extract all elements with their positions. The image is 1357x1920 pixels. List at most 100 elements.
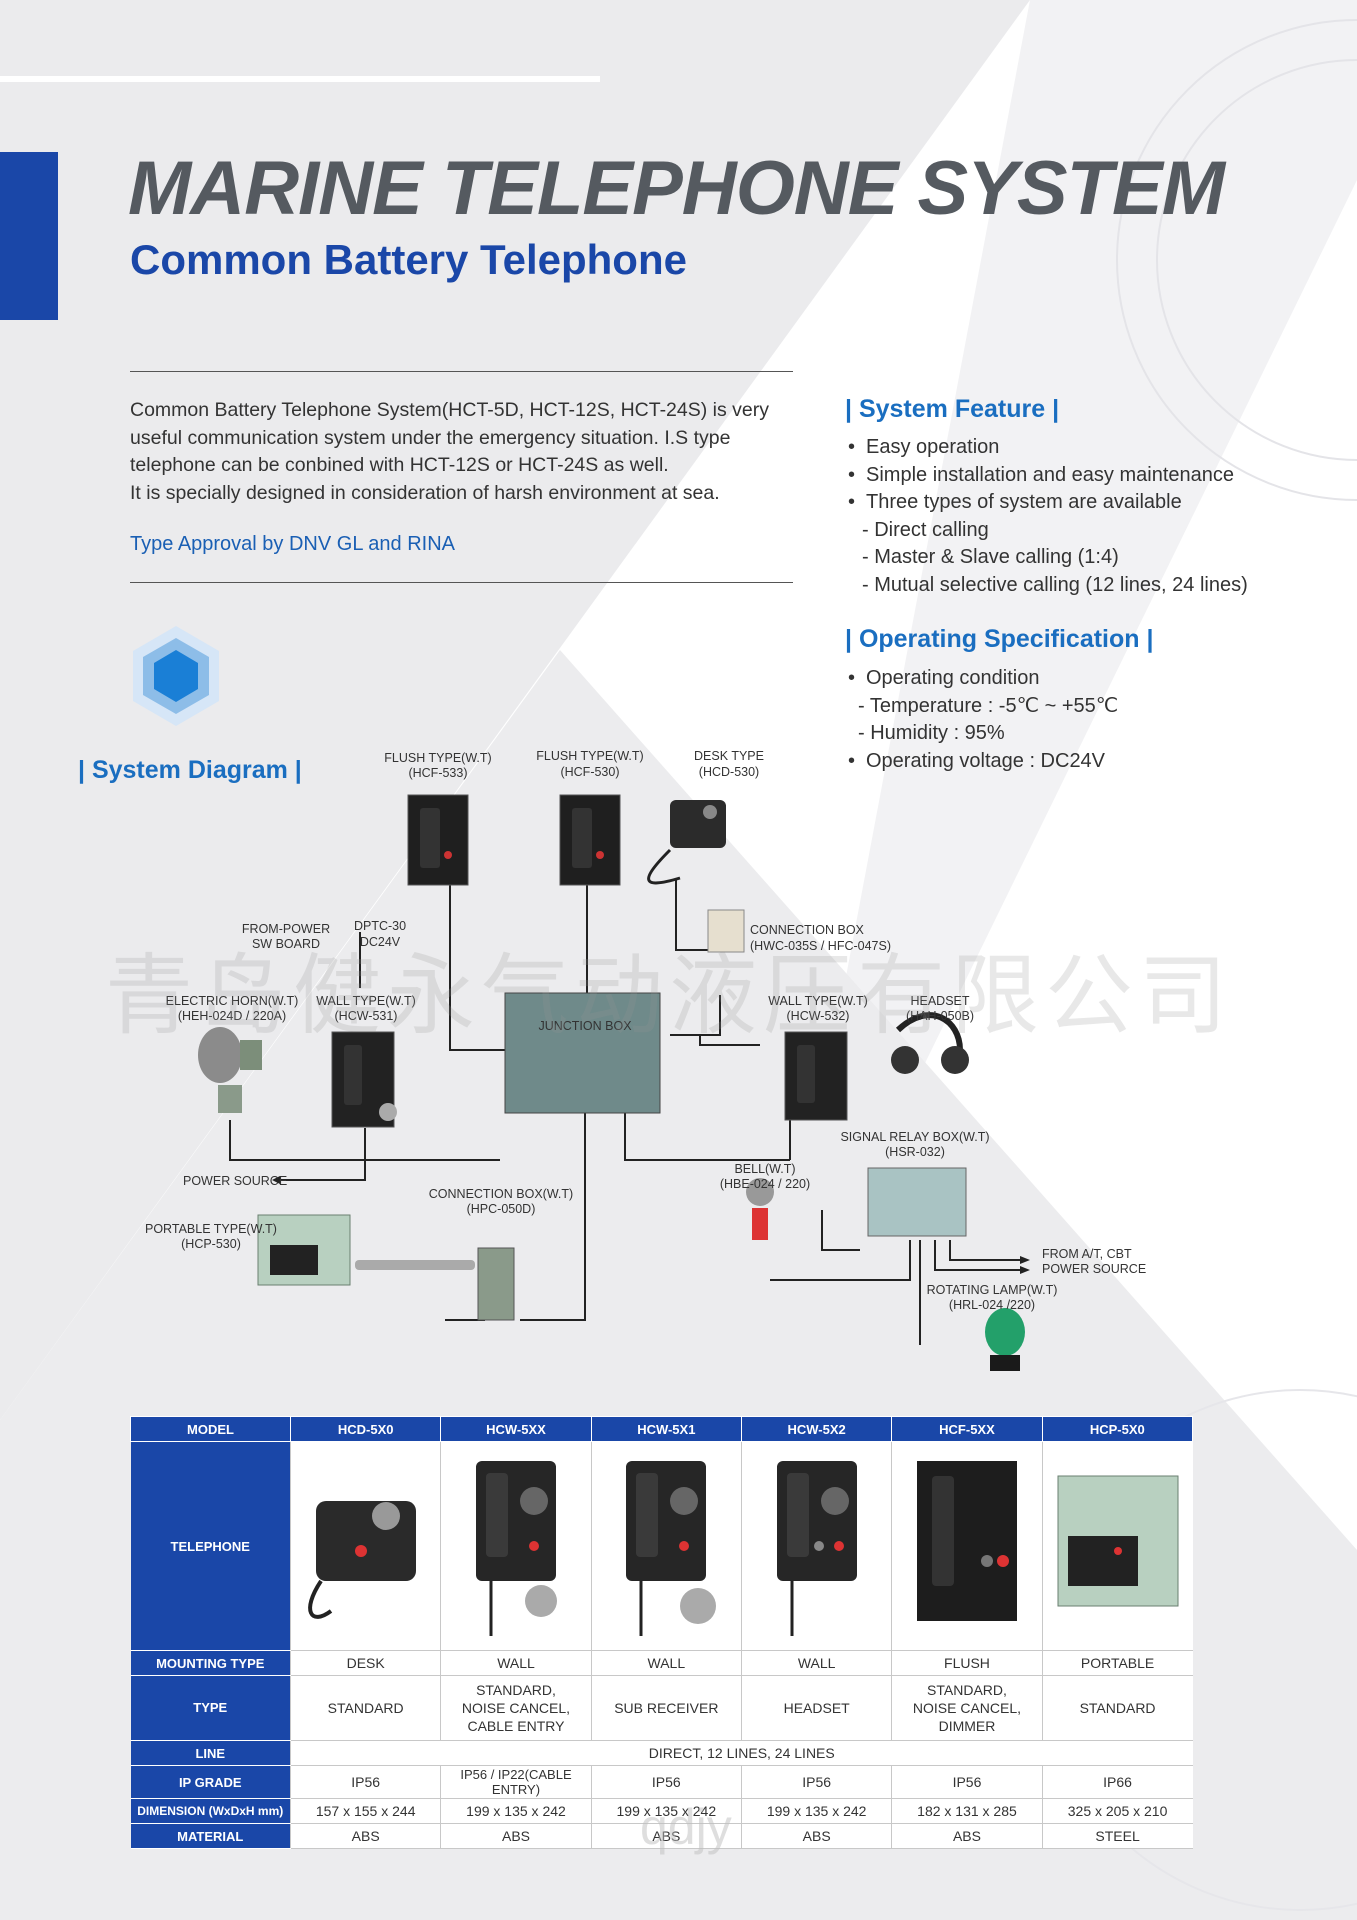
signal-relay-box xyxy=(867,1167,967,1237)
label-wall-2-model: (HCW-532) xyxy=(787,1009,850,1023)
list-item: - Mutual selective calling (12 lines, 24… xyxy=(862,573,1248,596)
table-header: HCW-5XX xyxy=(440,1416,592,1442)
table-cell: SUB RECEIVER xyxy=(590,1675,742,1741)
table-row: TYPE STANDARD STANDARD, NOISE CANCEL, CA… xyxy=(130,1675,1193,1741)
table-row: LINE DIRECT, 12 LINES, 24 LINES xyxy=(130,1740,1193,1766)
list-item: Three types of system are available xyxy=(848,489,1328,517)
spec-table: MODEL HCD-5X0 HCW-5XX HCW-5X1 HCW-5X2 HC… xyxy=(130,1416,1194,1849)
table-header: MODEL xyxy=(130,1416,291,1442)
label-horn-model: (HEH-024D / 220A) xyxy=(178,1009,286,1023)
electric-horn xyxy=(198,1027,262,1113)
label-wall-1-model: (HCW-531) xyxy=(335,1009,398,1023)
junction-box-label: JUNCTION BOX xyxy=(538,1019,632,1033)
row-label: IP GRADE xyxy=(130,1765,291,1799)
product-image-portable xyxy=(1041,1441,1193,1651)
label-rotating-lamp-model: (HRL-024 /220) xyxy=(949,1298,1035,1312)
label-flush-1-model: (HCF-533) xyxy=(408,766,467,780)
table-cell: STANDARD xyxy=(289,1675,441,1741)
system-diagram: JUNCTION BOX xyxy=(145,749,1146,1371)
table-header: HCW-5X2 xyxy=(740,1416,893,1442)
label-connection-box: CONNECTION BOX xyxy=(750,923,865,937)
label-headset-model: (HAH-050B) xyxy=(906,1009,974,1023)
row-label: TELEPHONE xyxy=(130,1441,291,1651)
table-cell: WALL xyxy=(740,1650,892,1676)
system-feature-list: Easy operation Simple installation and e… xyxy=(848,434,1328,599)
label-from-at: FROM A/T, CBT xyxy=(1042,1247,1132,1261)
list-item: Operating voltage : DC24V xyxy=(848,748,1328,776)
label-portable: PORTABLE TYPE(W.T) xyxy=(145,1222,277,1236)
label-connection-box-wt: CONNECTION BOX(W.T) xyxy=(429,1187,573,1201)
table-row: MOUNTING TYPE DESK WALL WALL WALL FLUSH … xyxy=(130,1650,1193,1676)
intro-paragraph: Common Battery Telephone System(HCT-5D, … xyxy=(130,399,770,476)
table-cell: 199 x 135 x 242 xyxy=(440,1798,592,1824)
product-image-flush xyxy=(891,1441,1043,1651)
table-row: TELEPHONE xyxy=(130,1441,1193,1651)
table-cell: IP56 xyxy=(891,1765,1043,1799)
label-desk: DESK TYPE xyxy=(694,749,764,763)
table-cell: ABS xyxy=(590,1823,742,1849)
table-cell: STANDARD, NOISE CANCEL, CABLE ENTRY xyxy=(440,1675,592,1741)
table-cell: 325 x 205 x 210 xyxy=(1041,1798,1193,1824)
type-approval: Type Approval by DNV GL and RINA xyxy=(130,533,455,555)
headset xyxy=(891,1012,969,1074)
product-image-sub-receiver xyxy=(590,1441,742,1651)
row-label: MATERIAL xyxy=(130,1823,291,1849)
label-from-at-power: POWER SOURCE xyxy=(1042,1262,1146,1276)
list-item: - Temperature : -5℃ ~ +55℃ xyxy=(858,694,1119,717)
desk-phone xyxy=(647,800,726,885)
table-cell: STANDARD xyxy=(1041,1675,1193,1741)
label-flush-2-model: (HCF-530) xyxy=(560,765,619,779)
label-bell-model: (HBE-024 / 220) xyxy=(720,1177,810,1191)
cable xyxy=(355,1260,475,1270)
page-subtitle: Common Battery Telephone xyxy=(130,236,687,283)
table-cell: WALL xyxy=(440,1650,592,1676)
row-label: TYPE xyxy=(130,1675,291,1741)
label-horn: ELECTRIC HORN(W.T) xyxy=(166,994,299,1008)
label-flush-1: FLUSH TYPE(W.T) xyxy=(384,751,491,765)
label-signal-relay-model: (HSR-032) xyxy=(885,1145,945,1159)
wall-phone-2 xyxy=(784,1031,848,1121)
table-cell: ABS xyxy=(289,1823,441,1849)
row-label: DIMENSION (WxDxH mm) xyxy=(130,1798,291,1824)
product-image-wall xyxy=(440,1441,592,1651)
watermark: 青岛健永气动液压有限公司 xyxy=(105,944,1234,1047)
label-dptc: DPTC-30 xyxy=(354,919,406,933)
label-rotating-lamp: ROTATING LAMP(W.T) xyxy=(927,1283,1058,1297)
table-cell: IP56 xyxy=(740,1765,892,1799)
table-cell: ABS xyxy=(740,1823,892,1849)
table-cell: FLUSH xyxy=(891,1650,1043,1676)
table-row: IP GRADE IP56 IP56 / IP22(CABLE ENTRY) I… xyxy=(130,1765,1193,1799)
table-cell: IP56 xyxy=(590,1765,742,1799)
list-item: - Humidity : 95% xyxy=(858,722,1005,744)
list-item: Easy operation xyxy=(848,434,1328,462)
label-signal-relay: SIGNAL RELAY BOX(W.T) xyxy=(840,1130,989,1144)
label-sw-board: SW BOARD xyxy=(252,937,320,951)
flush-phone-2 xyxy=(559,794,621,886)
list-item: Operating condition xyxy=(848,665,1328,693)
table-header: HCW-5X1 xyxy=(590,1416,742,1442)
intro-text: Common Battery Telephone System(HCT-5D, … xyxy=(130,397,793,507)
wall-phone-1 xyxy=(331,1031,397,1128)
table-cell: HEADSET xyxy=(740,1675,892,1741)
table-cell: PORTABLE xyxy=(1041,1650,1193,1676)
table-cell: IP56 / IP22(CABLE ENTRY) xyxy=(440,1765,592,1799)
system-feature-heading: | System Feature | xyxy=(845,395,1060,423)
list-item: - Direct calling xyxy=(862,518,989,541)
table-cell: ABS xyxy=(440,1823,592,1849)
table-cell: STANDARD, NOISE CANCEL, DIMMER xyxy=(891,1675,1043,1741)
label-portable-model: (HCP-530) xyxy=(181,1237,241,1251)
connection-box-wt xyxy=(477,1247,515,1321)
junction-box xyxy=(504,992,661,1114)
label-wall-1: WALL TYPE(W.T) xyxy=(316,994,416,1008)
table-cell: IP66 xyxy=(1041,1765,1193,1799)
label-dc24v: DC24V xyxy=(360,935,401,949)
list-item: Simple installation and easy maintenance xyxy=(848,462,1328,490)
label-from-power: FROM-POWER xyxy=(242,922,330,936)
system-diagram-heading: | System Diagram | xyxy=(78,756,302,784)
table-cell: IP56 xyxy=(289,1765,441,1799)
table-header: HCD-5X0 xyxy=(289,1416,442,1442)
operating-spec-list: Operating condition - Temperature : -5℃ … xyxy=(848,665,1328,775)
table-row: DIMENSION (WxDxH mm) 157 x 155 x 244 199… xyxy=(130,1798,1193,1824)
connection-box xyxy=(707,909,745,953)
portable-phone xyxy=(257,1214,351,1286)
